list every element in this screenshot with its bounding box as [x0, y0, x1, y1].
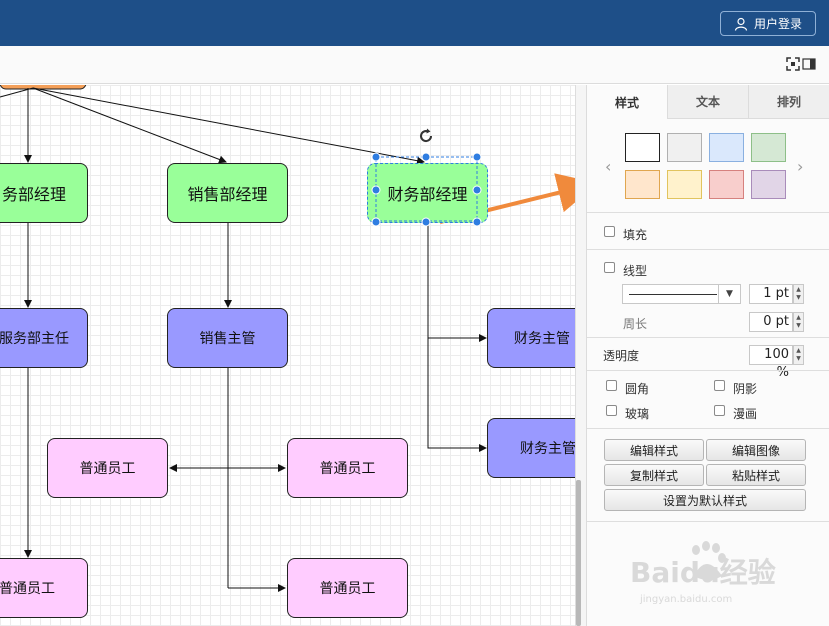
line-checkbox[interactable]	[604, 262, 615, 273]
swatch-blue[interactable]	[709, 133, 744, 162]
perimeter-field[interactable]: 0 pt	[749, 312, 793, 332]
diagram-canvas[interactable]: 务部经理 销售部经理 财务部经理 服务部主任 销售主管 财务主管 财务主管 普通…	[0, 85, 575, 626]
top-bar: 用户登录	[0, 0, 829, 46]
divider	[587, 337, 829, 338]
watermark-subtext: jingyan.baidu.com	[639, 594, 732, 605]
node-sales-supervisor[interactable]: 销售主管	[167, 308, 288, 368]
opacity-stepper[interactable]: ▲▼	[793, 345, 804, 365]
swatch-green[interactable]	[751, 133, 786, 162]
fill-checkbox[interactable]	[604, 226, 615, 237]
swatch-yellow[interactable]	[667, 170, 702, 199]
user-icon	[734, 17, 748, 31]
swatch-red[interactable]	[709, 170, 744, 199]
perimeter-stepper[interactable]: ▲▼	[793, 312, 804, 332]
divider	[587, 212, 829, 213]
node-employee-c[interactable]: 普通员工	[0, 558, 88, 618]
rounded-label: 圆角	[625, 382, 650, 396]
canvas-panel-divider[interactable]	[575, 85, 586, 626]
baidu-watermark: Baidu经验 jingyan.baidu.com	[630, 538, 790, 608]
baidu-paw-logo: Baidu经验 jingyan.baidu.com	[630, 541, 776, 605]
sketch-label: 漫画	[733, 407, 758, 421]
perimeter-label: 周长	[623, 317, 648, 331]
shadow-label: 阴影	[733, 382, 758, 396]
login-button[interactable]: 用户登录	[720, 11, 816, 36]
divider	[587, 428, 829, 429]
line-width-stepper[interactable]: ▲▼	[793, 284, 804, 304]
node-employee-d[interactable]: 普通员工	[287, 558, 408, 618]
sketch-checkbox[interactable]	[714, 405, 725, 416]
tab-text[interactable]: 文本	[667, 85, 748, 119]
node-service-supervisor[interactable]: 服务部主任	[0, 308, 88, 368]
node-sales-manager[interactable]: 销售部经理	[167, 163, 288, 223]
divider	[587, 249, 829, 250]
watermark-text: Baidu经验	[630, 556, 776, 589]
paste-style-button[interactable]: 粘贴样式	[706, 464, 806, 486]
swatch-orange[interactable]	[625, 170, 660, 199]
node-finance-supervisor-1[interactable]: 财务主管	[487, 308, 575, 368]
line-preview	[629, 294, 717, 295]
node-service-manager[interactable]: 务部经理	[0, 163, 88, 223]
line-width-field[interactable]: 1 pt	[749, 284, 793, 304]
line-label: 线型	[623, 264, 648, 278]
shadow-checkbox[interactable]	[714, 380, 725, 391]
fill-label: 填充	[623, 228, 648, 242]
tab-arrange[interactable]: 排列	[748, 85, 829, 119]
node-finance-supervisor-2[interactable]: 财务主管	[487, 418, 575, 478]
swatch-white[interactable]	[625, 133, 660, 162]
divider	[587, 521, 829, 522]
node-finance-manager[interactable]: 财务部经理	[367, 163, 488, 223]
format-panel: 样式 文本 排列 ‹ › 填充 线型 ▼ 1 pt ▲▼ 周长 0 pt ▲▼ …	[586, 85, 829, 626]
swatch-prev-icon[interactable]: ‹	[605, 157, 612, 176]
divider	[587, 370, 829, 371]
edit-style-button[interactable]: 编辑样式	[604, 439, 704, 461]
node-employee-b[interactable]: 普通员工	[287, 438, 408, 498]
panel-toggle-icon[interactable]	[802, 57, 816, 71]
line-style-select[interactable]: ▼	[622, 284, 741, 304]
vertical-scrollbar[interactable]	[576, 480, 581, 626]
tab-style[interactable]: 样式	[587, 85, 667, 119]
swatch-gray[interactable]	[667, 133, 702, 162]
node-employee-a[interactable]: 普通员工	[47, 438, 168, 498]
set-default-style-button[interactable]: 设置为默认样式	[604, 489, 806, 511]
glass-checkbox[interactable]	[606, 405, 617, 416]
fullscreen-icon[interactable]	[786, 57, 800, 71]
rounded-checkbox[interactable]	[606, 380, 617, 391]
glass-label: 玻璃	[625, 407, 650, 421]
swatch-purple[interactable]	[751, 170, 786, 199]
edit-image-button[interactable]: 编辑图像	[706, 439, 806, 461]
copy-style-button[interactable]: 复制样式	[604, 464, 704, 486]
chevron-down-icon: ▼	[718, 285, 740, 303]
swatch-next-icon[interactable]: ›	[797, 157, 804, 176]
panel-tabs: 样式 文本 排列	[587, 85, 829, 119]
toolbar	[0, 46, 829, 84]
rotate-handle-icon[interactable]	[418, 128, 434, 144]
login-label: 用户登录	[753, 17, 802, 31]
opacity-field[interactable]: 100 %	[749, 345, 793, 380]
connectors	[0, 85, 575, 592]
opacity-label: 透明度	[603, 349, 640, 363]
